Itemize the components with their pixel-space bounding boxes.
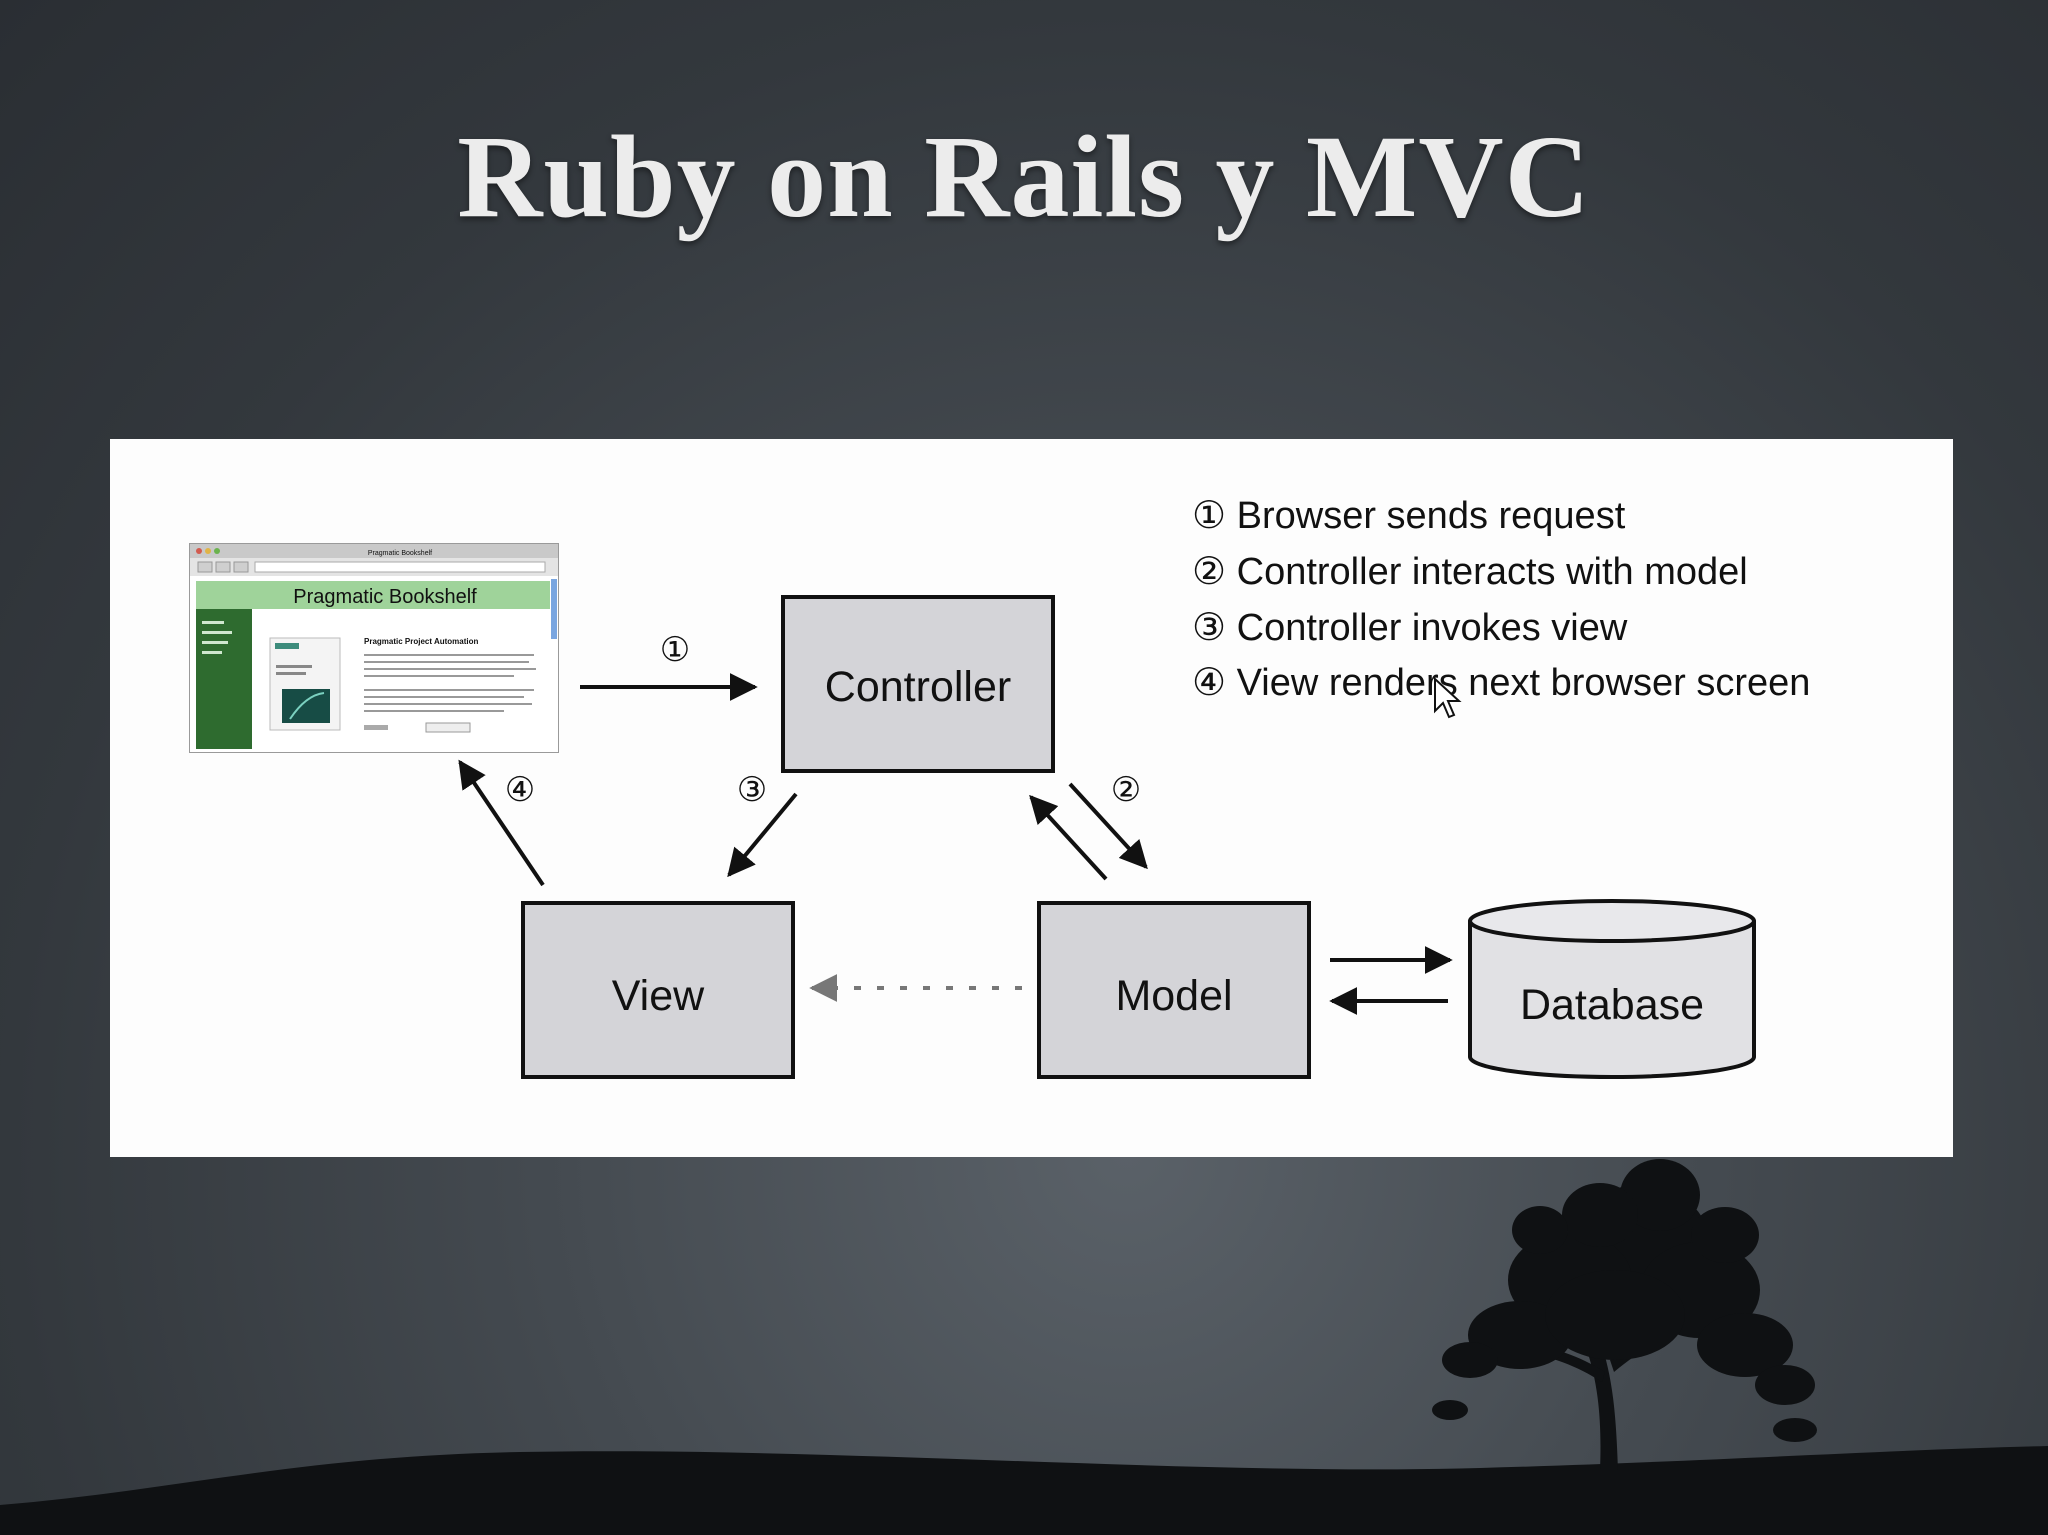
slide-title: Ruby on Rails y MVC [457, 111, 1591, 242]
legend-item: ④ View renders next browser screen [1192, 662, 1810, 704]
legend-item: ③ Controller invokes view [1192, 607, 1628, 649]
model-label: Model [1115, 972, 1232, 1020]
bookshelf-banner: Pragmatic Bookshelf [293, 586, 477, 608]
model-node: Model [1037, 901, 1311, 1079]
tree-icon [1432, 1159, 1817, 1470]
browser-thumbnail: Pragmatic Bookshelf Pragmatic Bookshelf [189, 543, 559, 753]
mvc-diagram: Pragmatic Bookshelf Pragmatic Bookshelf [110, 439, 1953, 1157]
controller-label: Controller [825, 663, 1011, 711]
arrow-model-to-controller [1029, 794, 1108, 881]
step-4-marker: ④ [505, 771, 535, 809]
arrow-invoke-view [727, 792, 798, 878]
hill-silhouette [0, 1446, 2048, 1535]
view-label: View [612, 972, 705, 1020]
book-title: Pragmatic Project Automation [364, 637, 479, 646]
mouse-cursor-icon [1434, 676, 1462, 719]
step-1-marker: ① [660, 631, 690, 669]
step-2-marker: ② [1111, 771, 1141, 809]
database-node: Database [1468, 899, 1756, 1079]
arrow-render [458, 759, 545, 887]
legend: ① Browser sends request ② Controller int… [1192, 495, 1810, 704]
legend-item: ① Browser sends request [1192, 495, 1626, 537]
step-3-marker: ③ [737, 771, 767, 809]
legend-item: ② Controller interacts with model [1192, 551, 1748, 593]
database-label: Database [1520, 981, 1704, 1029]
controller-node: Controller [781, 595, 1055, 773]
browser-window-title: Pragmatic Bookshelf [368, 550, 432, 557]
arrow-controller-to-model [1068, 782, 1148, 870]
view-node: View [521, 901, 795, 1079]
